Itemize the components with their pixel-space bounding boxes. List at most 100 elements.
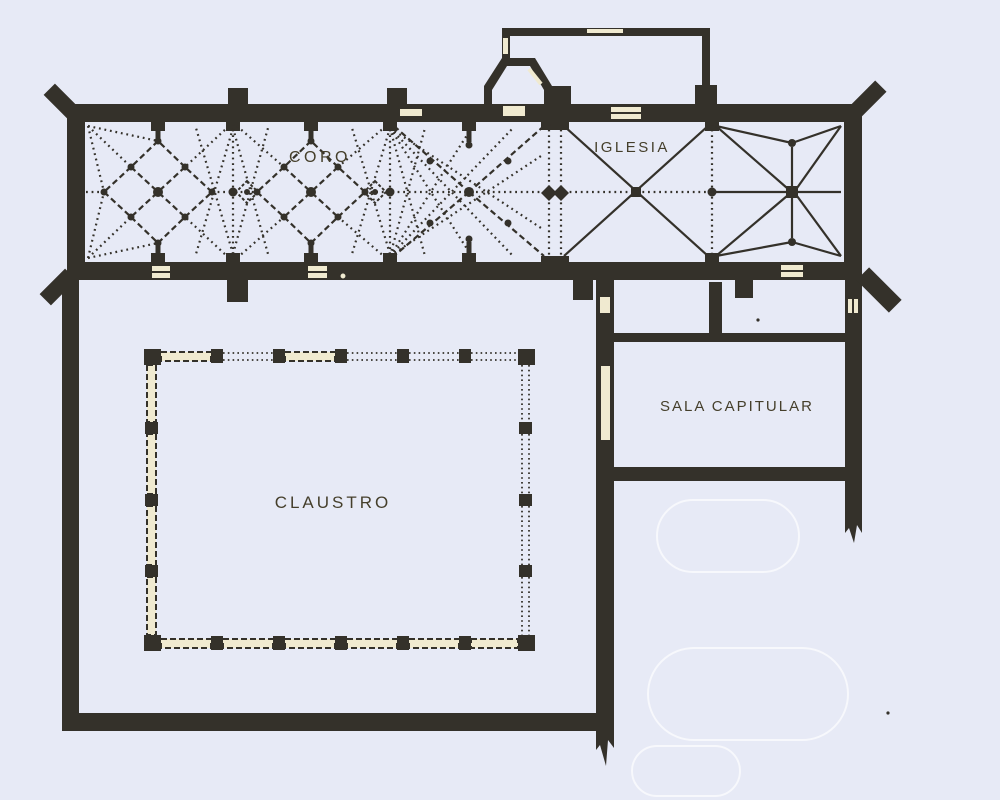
- vault-boss: [153, 187, 163, 197]
- east-range-west-wall: [596, 280, 614, 735]
- vault-rib: [87, 241, 159, 260]
- east-range-east-wall: [845, 280, 862, 523]
- vault-rib: [130, 216, 159, 244]
- vault-boss: [334, 163, 342, 171]
- vault-rib: [86, 191, 106, 259]
- door-opening: [601, 366, 610, 440]
- vault-boss: [334, 213, 342, 221]
- vault-boss: [100, 188, 108, 196]
- door-opening: [308, 273, 327, 278]
- vault-springer: [705, 122, 719, 131]
- cloister-arcade-band: [146, 576, 157, 636]
- vault-springer: [226, 253, 240, 262]
- door-opening: [848, 299, 852, 313]
- vault-boss: [786, 186, 798, 198]
- vault-rib: [184, 216, 230, 259]
- vault-rib: [87, 125, 132, 168]
- chapter-room-north-wall: [596, 333, 862, 342]
- vault-rib: [527, 67, 543, 86]
- vault-rib: [283, 166, 339, 218]
- label-claustro: CLAUSTRO: [275, 493, 392, 512]
- cloister-pier: [459, 636, 471, 650]
- cloister-pier: [519, 565, 532, 577]
- vault-springer: [226, 122, 240, 131]
- cloister-pier: [519, 422, 532, 434]
- label-coro: CORO: [289, 149, 351, 166]
- vault-rib: [283, 166, 339, 218]
- vault-rib: [184, 191, 213, 218]
- door-opening: [152, 273, 170, 278]
- vault-boss: [307, 239, 315, 247]
- vault-springer: [383, 122, 397, 131]
- vault-boss: [154, 137, 162, 145]
- vault-boss: [788, 238, 796, 246]
- vault-rib: [389, 127, 514, 257]
- vault-rib: [130, 166, 186, 218]
- vault-rib: [791, 124, 842, 145]
- vault-boss: [707, 187, 717, 197]
- label-sala-capitular: SALA CAPITULAR: [660, 398, 814, 415]
- door-opening: [587, 29, 623, 33]
- chapter-room-south-wall: [596, 467, 862, 481]
- church-west-wall: [67, 104, 85, 280]
- south-buttress: [573, 278, 593, 300]
- stair-circle: [339, 272, 347, 280]
- vault-boss: [886, 711, 890, 715]
- cloister-pier: [519, 494, 532, 506]
- vault-boss: [385, 187, 395, 197]
- small-rooms-divider-wall: [709, 282, 722, 333]
- vault-rib: [236, 216, 285, 259]
- door-opening: [781, 265, 803, 270]
- vault-boss: [127, 213, 135, 221]
- cloister-pier: [145, 422, 158, 434]
- door-opening: [781, 272, 803, 277]
- vault-rib: [256, 191, 285, 218]
- vault-boss: [208, 188, 216, 196]
- vault-boss: [181, 163, 189, 171]
- vault-rib: [337, 166, 366, 193]
- vault-boss: [788, 139, 796, 147]
- vault-rib: [796, 125, 842, 189]
- corner-buttress: [845, 80, 887, 122]
- cloister-west-wall: [62, 280, 79, 731]
- vault-rib: [157, 140, 186, 168]
- cloister-pier: [273, 349, 285, 363]
- cloister-arcade-band: [284, 638, 336, 649]
- paper-emboss-mark: [656, 499, 800, 573]
- vault-rib: [389, 127, 514, 257]
- south-buttress: [735, 278, 753, 298]
- cloister-arcade-band: [346, 638, 398, 649]
- vault-boss-diamond: [553, 185, 569, 201]
- vault-boss: [464, 187, 474, 197]
- cloister-arcade-band: [284, 351, 336, 362]
- church-south-wall: [67, 262, 862, 280]
- cloister-pier: [335, 349, 347, 363]
- vault-rib: [130, 140, 159, 168]
- vault-boss-diamond: [541, 185, 557, 201]
- vault-rib: [87, 216, 132, 259]
- north-buttress: [695, 85, 717, 106]
- apse-chapel-interior: [492, 66, 544, 108]
- vault-springer: [541, 256, 569, 264]
- vault-boss: [280, 163, 288, 171]
- vault-boss: [426, 157, 434, 165]
- vault-boss: [280, 213, 288, 221]
- vault-rib: [715, 124, 793, 145]
- vault-boss: [465, 235, 473, 243]
- cloister-pier: [518, 635, 535, 651]
- north-buttress: [387, 88, 407, 106]
- vault-rib: [130, 166, 186, 218]
- plan-labels: CORO IGLESIA SALA CAPITULAR CLAUSTRO: [275, 139, 814, 512]
- vault-rib: [86, 125, 106, 193]
- corner-buttress: [39, 268, 77, 306]
- door-opening: [854, 299, 858, 313]
- cloister-arcade-band: [222, 638, 274, 649]
- vault-rib: [256, 166, 285, 193]
- door-opening: [400, 109, 422, 116]
- vault-boss: [465, 141, 473, 149]
- door-opening: [600, 297, 610, 313]
- cloister-arcade-band: [146, 505, 157, 566]
- cloister-pier: [459, 349, 471, 363]
- vault-rib: [310, 140, 339, 168]
